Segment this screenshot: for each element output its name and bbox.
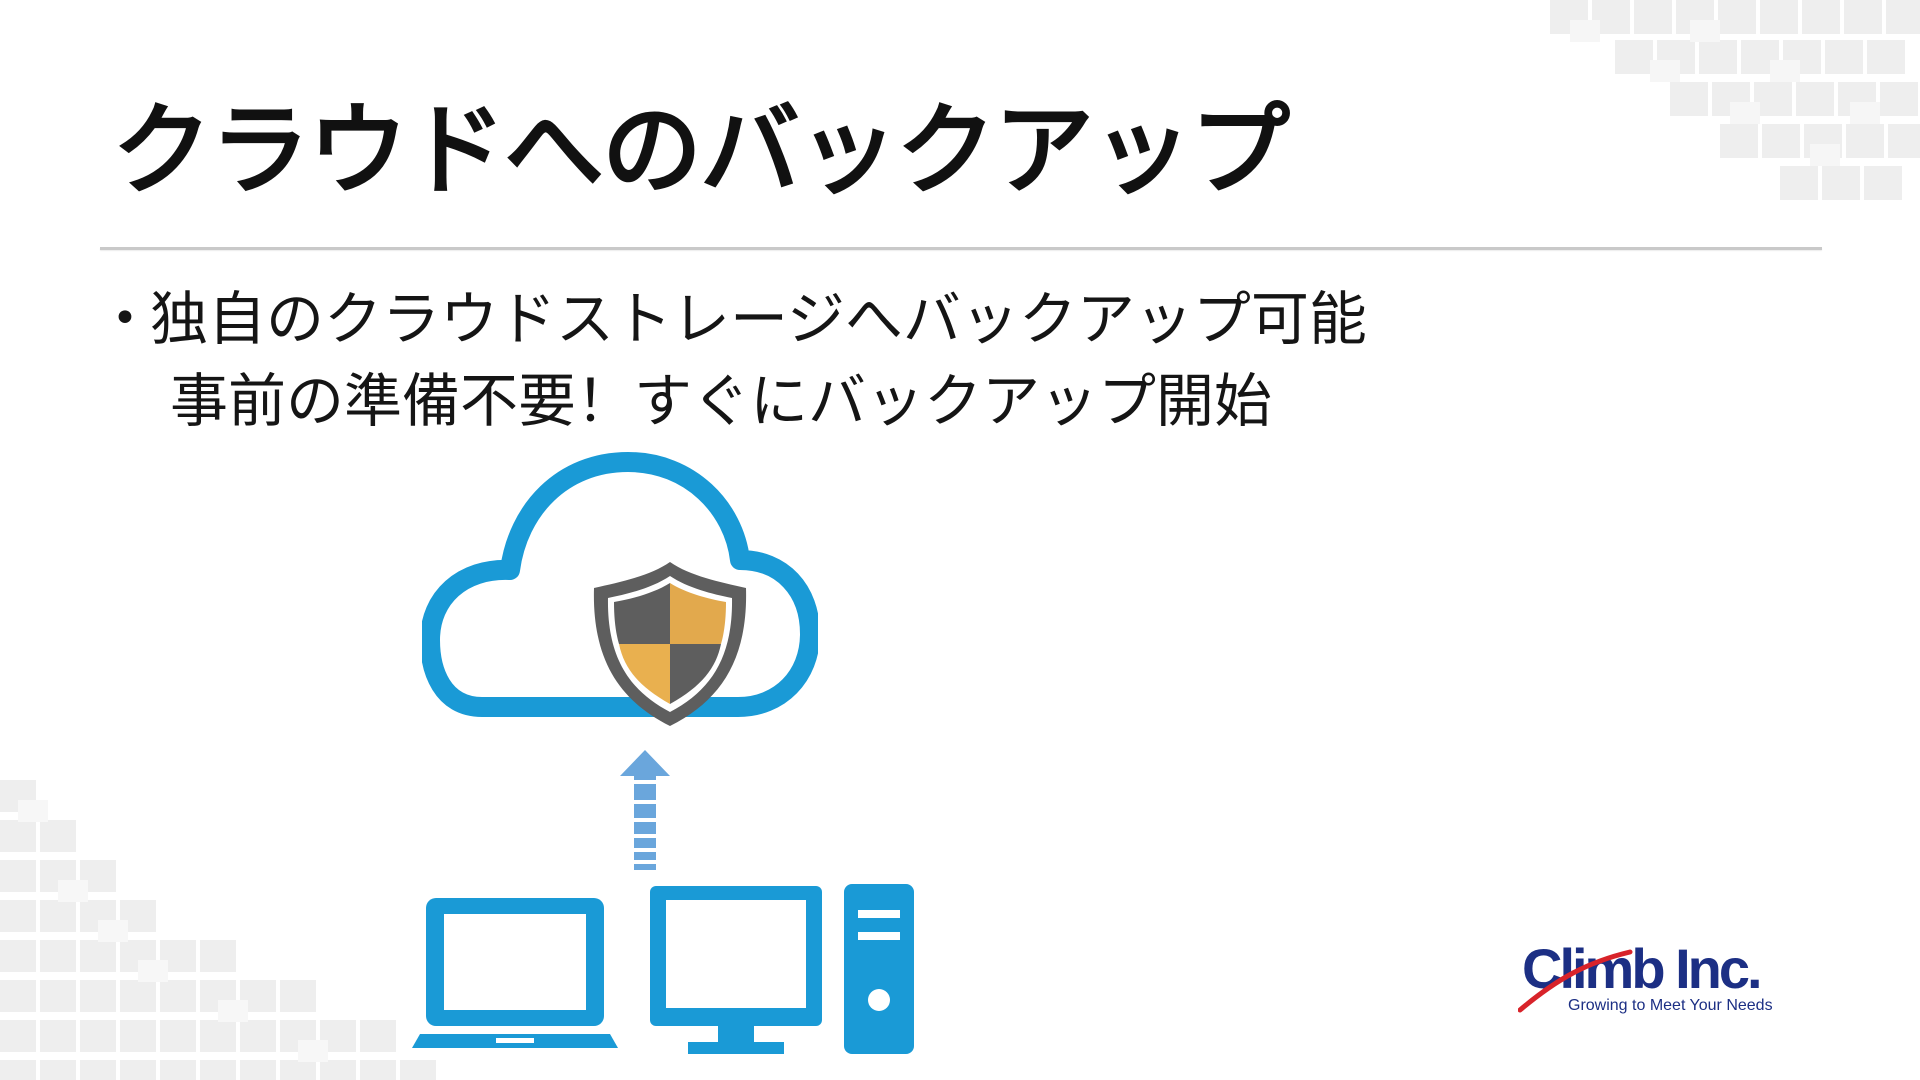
decorative-pattern-top-right [1550,0,1920,200]
logo-tagline: Growing to Meet Your Needs [1568,997,1773,1014]
bullet-list: •独自のクラウドストレージへバックアップ可能 事前の準備不要！すぐにバックアップ… [112,278,1367,442]
desktop-monitor-icon [650,886,822,1054]
decorative-pattern-bottom-left [0,780,436,1080]
backup-illustration [410,450,930,1080]
upload-arrow-icon [620,750,670,870]
laptop-icon [412,898,618,1048]
cloud-icon [422,452,818,717]
shield-icon [593,562,747,726]
logo-wordmark: Climb Inc. [1522,938,1760,1000]
bullet-line-2: 事前の準備不要！すぐにバックアップ開始 [170,367,1273,435]
bullet-symbol: • [112,293,138,344]
bullet-item: •独自のクラウドストレージへバックアップ可能 事前の準備不要！すぐにバックアップ… [112,278,1367,442]
tower-pc-icon [844,884,914,1054]
company-logo: Climb Inc. Growing to Meet Your Needs [1517,937,1828,1018]
climb-logo-mark: Climb Inc. Growing to Meet Your Needs [1517,937,1773,1014]
bullet-line-1: 独自のクラウドストレージへバックアップ可能 [150,285,1367,353]
slide-title: クラウドへのバックアップ [112,92,1290,209]
title-divider [100,247,1822,250]
